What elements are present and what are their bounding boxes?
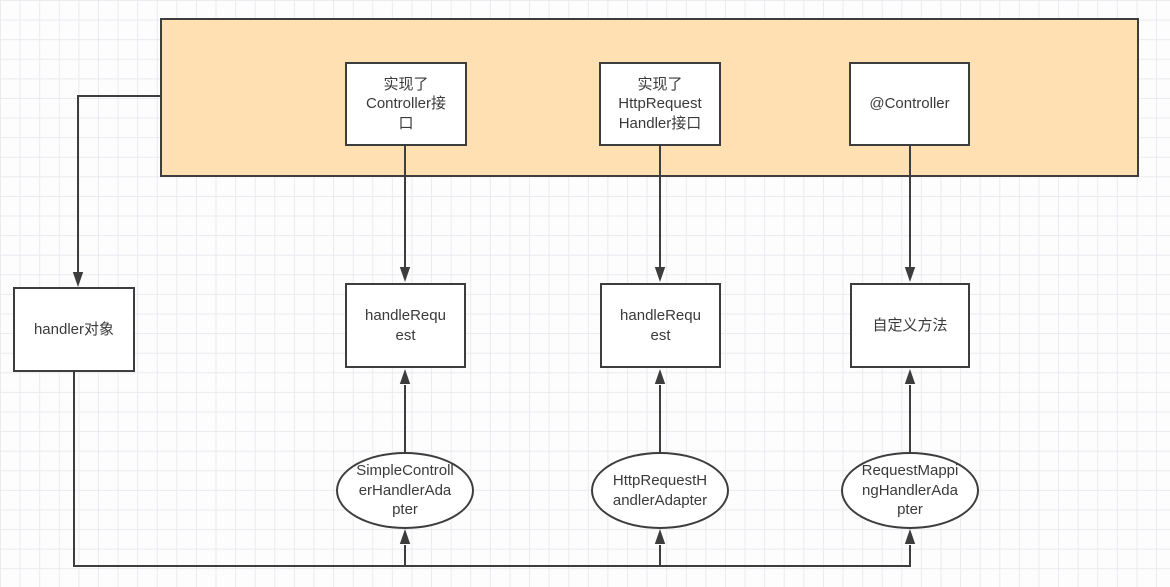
node-simplecontrollerhandleradapter: SimpleControll erHandlerAda pter [336,452,474,529]
node-controller-annotation: @Controller [849,62,970,146]
arrowhead-up-mid3 [904,369,916,384]
node-requestmappinghandleradapter: RequestMappi ngHandlerAda pter [841,452,979,529]
arrowhead-up-ell2 [654,529,666,544]
arrowhead-to-handler [72,272,84,287]
connector-handler-bus [73,372,911,567]
arrowhead-to-mid2 [654,267,666,282]
arrowhead-to-mid1 [399,267,411,282]
arrowhead-to-mid3 [904,267,916,282]
arrowhead-up-mid2 [654,369,666,384]
node-httprequesthandleradapter: HttpRequestH andlerAdapter [591,452,729,529]
node-custom-method: 自定义方法 [850,283,970,368]
arrowhead-up-mid1 [399,369,411,384]
arrowhead-up-ell3 [904,529,916,544]
node-handlerequest-1: handleRequ est [345,283,466,368]
arrowhead-up-ell1 [399,529,411,544]
node-implements-httprequesthandler-interface: 实现了 HttpRequest Handler接口 [599,62,721,146]
node-implements-controller-interface: 实现了 Controller接 口 [345,62,467,146]
node-handler-object: handler对象 [13,287,135,372]
node-handlerequest-2: handleRequ est [600,283,721,368]
connector-group-to-handler [77,95,160,272]
